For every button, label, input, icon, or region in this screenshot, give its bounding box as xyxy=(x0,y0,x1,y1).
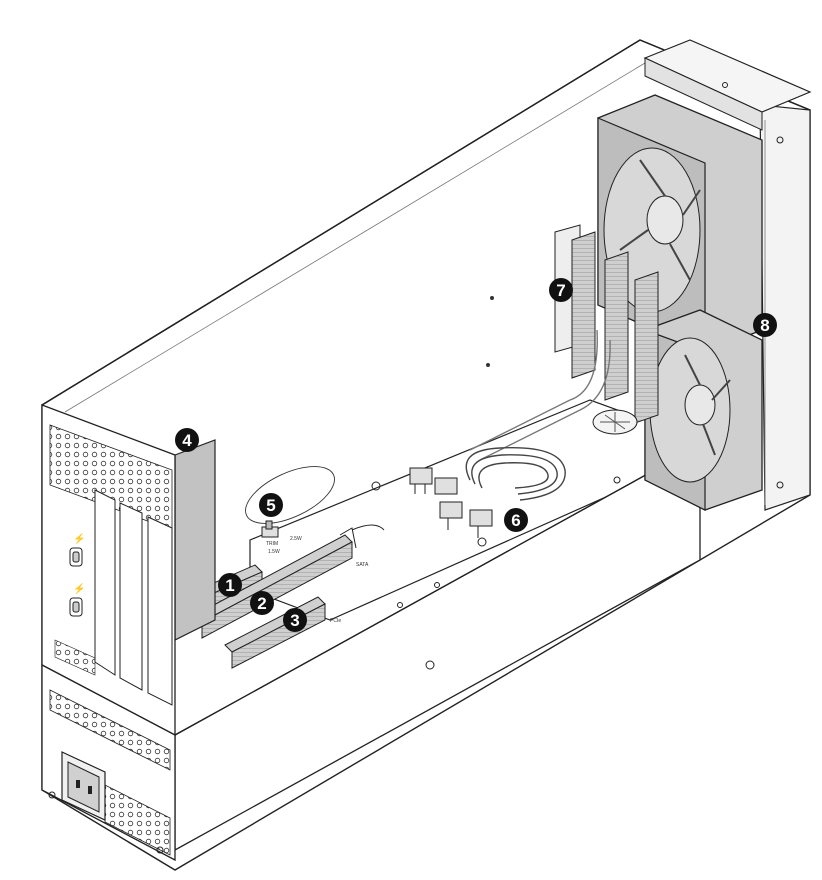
power-switch-area: TRIM 1.5W 2.5W xyxy=(245,466,335,555)
enclosure-right-panel xyxy=(759,104,811,511)
power-inlet-icon[interactable] xyxy=(61,751,106,821)
callout-7-label: 7 xyxy=(556,281,565,300)
callout-4-label: 4 xyxy=(182,431,192,450)
callout-2-label: 2 xyxy=(257,594,266,613)
switch-label-mid: 1.5W xyxy=(268,549,280,555)
callout-2: 2 xyxy=(250,591,274,615)
callout-5: 5 xyxy=(259,493,283,517)
callout-3: 3 xyxy=(283,608,307,632)
callout-3-label: 3 xyxy=(290,611,299,630)
thunderbolt-icon: ⚡ xyxy=(73,582,85,595)
callout-4: 4 xyxy=(175,428,199,452)
callout-1-label: 1 xyxy=(225,576,234,595)
thunderbolt-port-lower[interactable]: ⚡ xyxy=(69,582,85,617)
thunderbolt-icon: ⚡ xyxy=(73,532,85,545)
callout-6: 6 xyxy=(504,508,528,532)
switch-label-top: TRIM xyxy=(266,541,278,547)
pcie-card xyxy=(174,439,216,641)
callout-1: 1 xyxy=(218,573,242,597)
slot-label-a: SATA xyxy=(356,562,369,568)
callout-6-label: 6 xyxy=(511,511,520,530)
fan-bracket-top xyxy=(643,39,812,131)
callout-7: 7 xyxy=(549,278,573,302)
rear-panel: ⚡ ⚡ xyxy=(41,404,176,737)
power-cable-harness xyxy=(371,446,566,547)
fan-lower xyxy=(644,309,763,511)
slot-label-b: PCIe xyxy=(330,618,341,624)
fan-icon xyxy=(619,159,701,281)
floor-vent xyxy=(592,409,638,435)
callout-5-label: 5 xyxy=(266,496,275,515)
thunderbolt-port-upper[interactable]: ⚡ xyxy=(69,532,85,567)
callout-8: 8 xyxy=(753,313,777,337)
power-supply xyxy=(41,663,176,862)
fan-icon xyxy=(684,354,731,456)
callout-8-label: 8 xyxy=(760,316,769,335)
switch-label-right: 2.5W xyxy=(290,536,302,542)
